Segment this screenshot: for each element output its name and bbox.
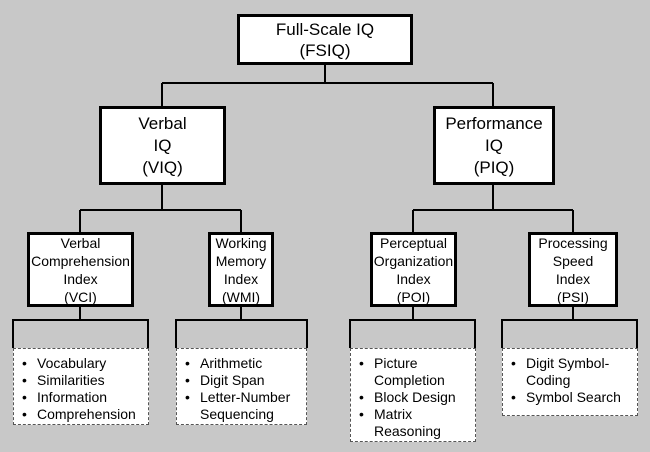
vci-abbr: (VCI) bbox=[64, 288, 97, 305]
poi-label-line1: Perceptual bbox=[380, 234, 447, 251]
list-item: •Digit Symbol-Coding bbox=[511, 355, 610, 388]
psi-label-line2: Speed bbox=[552, 252, 594, 269]
vci-label-line3: Index bbox=[63, 270, 98, 287]
psi-label-line3: Index bbox=[555, 270, 591, 287]
wmi-box: Working Memory Index (WMI) bbox=[208, 232, 274, 307]
vci-box: Verbal Comprehension Index (VCI) bbox=[27, 232, 134, 307]
fsiq-abbr: (FSIQ) bbox=[299, 40, 351, 60]
bracket-poi bbox=[349, 319, 476, 348]
list-item: •Vocabulary bbox=[22, 355, 107, 371]
viq-label-line2: IQ bbox=[153, 135, 172, 155]
list-item: •Information bbox=[22, 389, 108, 405]
vci-label-line2: Comprehension bbox=[31, 252, 130, 269]
vci-label-line1: Verbal bbox=[60, 234, 101, 251]
wmi-label-line2: Memory bbox=[215, 252, 267, 269]
piq-abbr: (PIQ) bbox=[473, 157, 515, 177]
psi-abbr: (PSI) bbox=[557, 288, 589, 305]
vci-subtest-list: •Vocabulary •Similarities •Information •… bbox=[13, 348, 149, 425]
poi-label-line3: Index bbox=[396, 270, 431, 287]
list-item: •Arithmetic bbox=[185, 355, 263, 371]
bracket-psi bbox=[501, 319, 638, 348]
wmi-abbr: (WMI) bbox=[221, 288, 261, 305]
viq-box: Verbal IQ (VIQ) bbox=[99, 106, 226, 185]
viq-label-line1: Verbal bbox=[138, 113, 187, 133]
psi-subtest-list: •Digit Symbol-Coding •Symbol Search bbox=[502, 348, 638, 416]
piq-label-line2: IQ bbox=[485, 135, 503, 155]
wmi-label-line3: Index bbox=[223, 270, 259, 287]
list-item: •Comprehension bbox=[22, 406, 136, 422]
viq-abbr: (VIQ) bbox=[142, 157, 183, 177]
piq-box: Performance IQ (PIQ) bbox=[433, 106, 555, 185]
fsiq-label: Full-Scale IQ bbox=[275, 19, 375, 39]
fsiq-box: Full-Scale IQ (FSIQ) bbox=[237, 14, 413, 65]
psi-box: Processing Speed Index (PSI) bbox=[528, 232, 618, 307]
list-item: •Block Design bbox=[359, 389, 456, 405]
list-item: •Symbol Search bbox=[511, 389, 621, 405]
piq-label-line1: Performance bbox=[445, 113, 543, 133]
bracket-vci bbox=[12, 319, 149, 348]
list-item: •Digit Span bbox=[185, 372, 265, 388]
psi-label-line1: Processing bbox=[538, 234, 608, 251]
wmi-label-line1: Working bbox=[215, 234, 267, 251]
bracket-wmi bbox=[175, 319, 308, 348]
poi-box: Perceptual Organization Index (POI) bbox=[370, 232, 457, 307]
poi-abbr: (POI) bbox=[396, 288, 431, 305]
poi-label-line2: Organization bbox=[373, 252, 454, 269]
list-item: •Similarities bbox=[22, 372, 105, 388]
